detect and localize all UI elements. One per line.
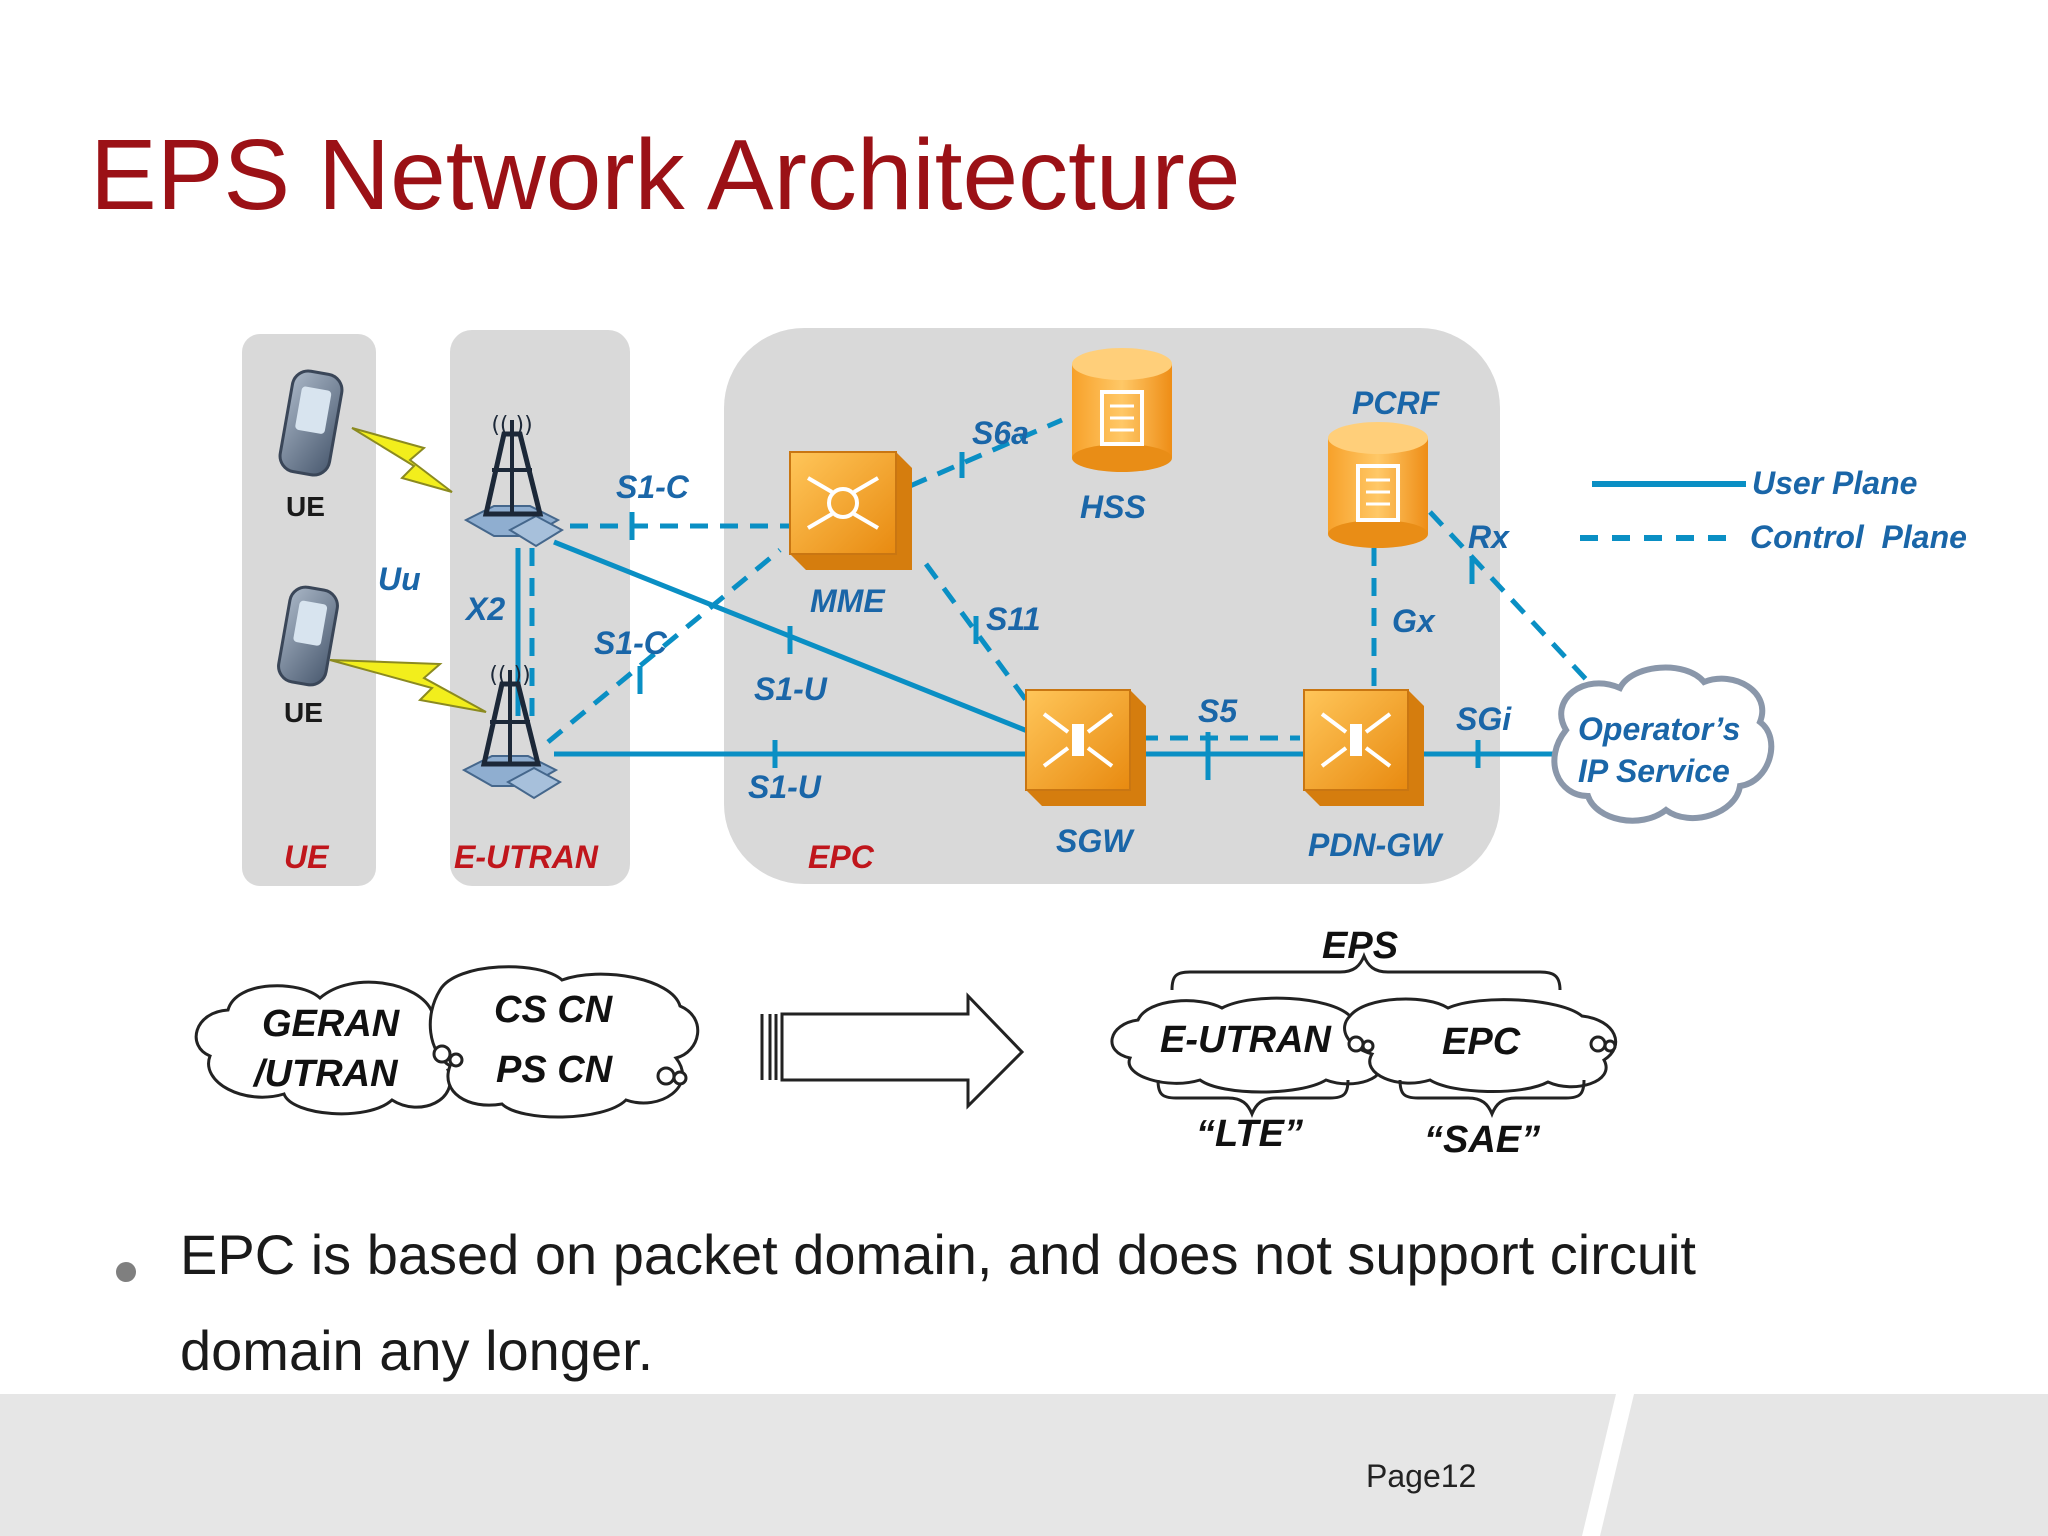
hss-label: HSS: [1080, 489, 1146, 525]
radio-link-top-icon: [351, 427, 453, 493]
bullet-text-line2: domain any longer.: [180, 1319, 654, 1382]
ue-phone-top-icon: [278, 369, 344, 477]
enodeb-top-icon: ((·)): [463, 413, 565, 548]
cs-cn-label: CS CN: [494, 989, 614, 1031]
s5-label: S5: [1198, 693, 1238, 729]
control-plane-links: [529, 417, 1598, 744]
operator-ip-cloud: [1551, 664, 1775, 824]
x2-label: X2: [464, 591, 505, 627]
svg-text:((·)): ((·)): [491, 413, 532, 438]
pcrf-database-icon: [1328, 422, 1428, 548]
rx-label: Rx: [1468, 519, 1510, 555]
lte-label: “LTE”: [1196, 1113, 1303, 1155]
eps-braces: [1156, 951, 1586, 1119]
sgw-node-icon: [1025, 689, 1146, 806]
mme-label: MME: [810, 583, 886, 619]
operator-ip-line2: IP Service: [1578, 753, 1730, 789]
mme-node-icon: [789, 451, 912, 570]
hss-database-icon: [1072, 348, 1172, 472]
legend-user-plane-label: User Plane: [1752, 465, 1917, 501]
ue-bottom-label: UE: [284, 697, 323, 728]
region-label-eutran: E-UTRAN: [454, 839, 599, 875]
svg-text:((·)): ((·)): [489, 663, 530, 688]
bullet-dot: [116, 1262, 136, 1282]
s11-label: S11: [986, 601, 1041, 637]
sae-label: “SAE”: [1424, 1119, 1540, 1161]
gx-label: Gx: [1392, 603, 1436, 639]
legacy-network-clouds: [194, 965, 700, 1119]
ue-top-label: UE: [286, 491, 325, 522]
radio-link-bottom-icon: [329, 659, 487, 713]
s1c-bottom-label: S1-C: [594, 625, 668, 661]
s1c-top-label: S1-C: [616, 469, 690, 505]
region-label-ue: UE: [284, 839, 330, 875]
page-number: Page12: [1366, 1458, 1477, 1494]
region-label-epc: EPC: [808, 839, 875, 875]
bullet-text-line1: EPC is based on packet domain, and does …: [180, 1223, 1696, 1286]
s1u-bottom-label: S1-U: [748, 769, 822, 805]
sgw-label: SGW: [1056, 823, 1135, 859]
footer-bar: [0, 1394, 2048, 1536]
eps-clouds: [1110, 996, 1618, 1094]
s6a-label: S6a: [972, 415, 1029, 451]
footer-slash: [1582, 1394, 1634, 1536]
geran-label-2: /UTRAN: [252, 1053, 399, 1095]
page-title: EPS Network Architecture: [90, 119, 1241, 231]
s1u-top-label: S1-U: [754, 671, 828, 707]
eps-eutran-label: E-UTRAN: [1160, 1019, 1333, 1061]
ue-phone-bottom-icon: [277, 585, 339, 687]
pdngw-label: PDN-GW: [1308, 827, 1444, 863]
eps-epc-label: EPC: [1442, 1021, 1521, 1063]
geran-label-1: GERAN: [262, 1003, 401, 1045]
uu-label: Uu: [378, 561, 421, 597]
legend-control-plane-label: Control Plane: [1750, 519, 1967, 555]
ps-cn-label: PS CN: [496, 1049, 614, 1091]
sgi-label: SGi: [1456, 701, 1512, 737]
pdngw-node-icon: [1303, 689, 1424, 806]
enodeb-bottom-icon: ((·)): [461, 663, 563, 800]
eps-label: EPS: [1322, 925, 1398, 967]
evolution-arrow-icon: [760, 992, 1025, 1110]
operator-ip-line1: Operator’s: [1578, 711, 1740, 747]
pcrf-label: PCRF: [1352, 385, 1441, 421]
